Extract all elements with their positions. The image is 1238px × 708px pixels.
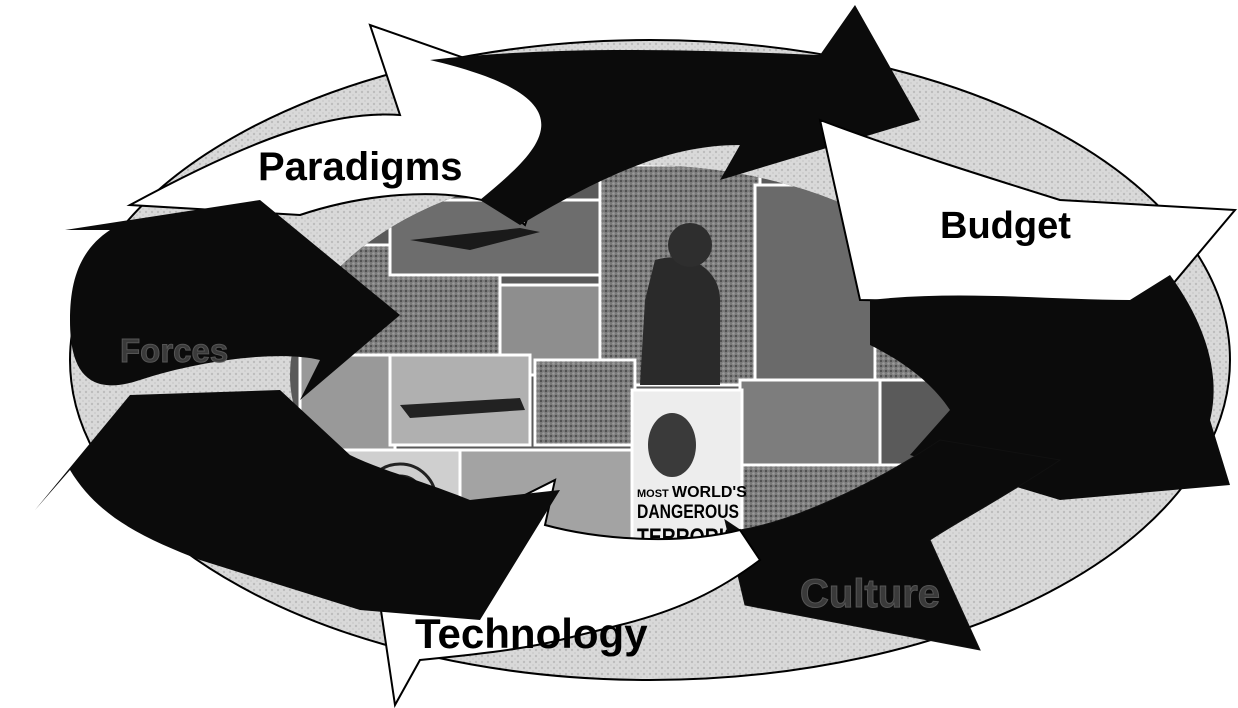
- top-dark-arrow: [430, 5, 920, 225]
- plane-silhouette: [400, 398, 525, 418]
- paradigms-arrow: [126, 23, 572, 227]
- label-technology: Technology: [415, 610, 648, 657]
- poster-most-text: MOST: [637, 488, 669, 500]
- collage-photo: [738, 378, 882, 467]
- label-forces: Forces: [120, 332, 228, 369]
- forces-arrow: [65, 200, 400, 400]
- collage-photo: [533, 358, 637, 447]
- label-culture: Culture: [800, 572, 940, 616]
- poster-line2-text: DANGEROUS: [637, 502, 739, 523]
- soldier-figure: [640, 257, 720, 385]
- label-budget: Budget: [940, 205, 1071, 247]
- culture-arrow: [724, 439, 1062, 651]
- soldier-figure: [668, 223, 712, 267]
- label-paradigms: Paradigms: [258, 145, 463, 189]
- poster-line1-text: WORLD'S: [672, 484, 747, 501]
- jet-silhouette: [410, 228, 540, 250]
- bottom-left-dark-arrow: [35, 390, 560, 620]
